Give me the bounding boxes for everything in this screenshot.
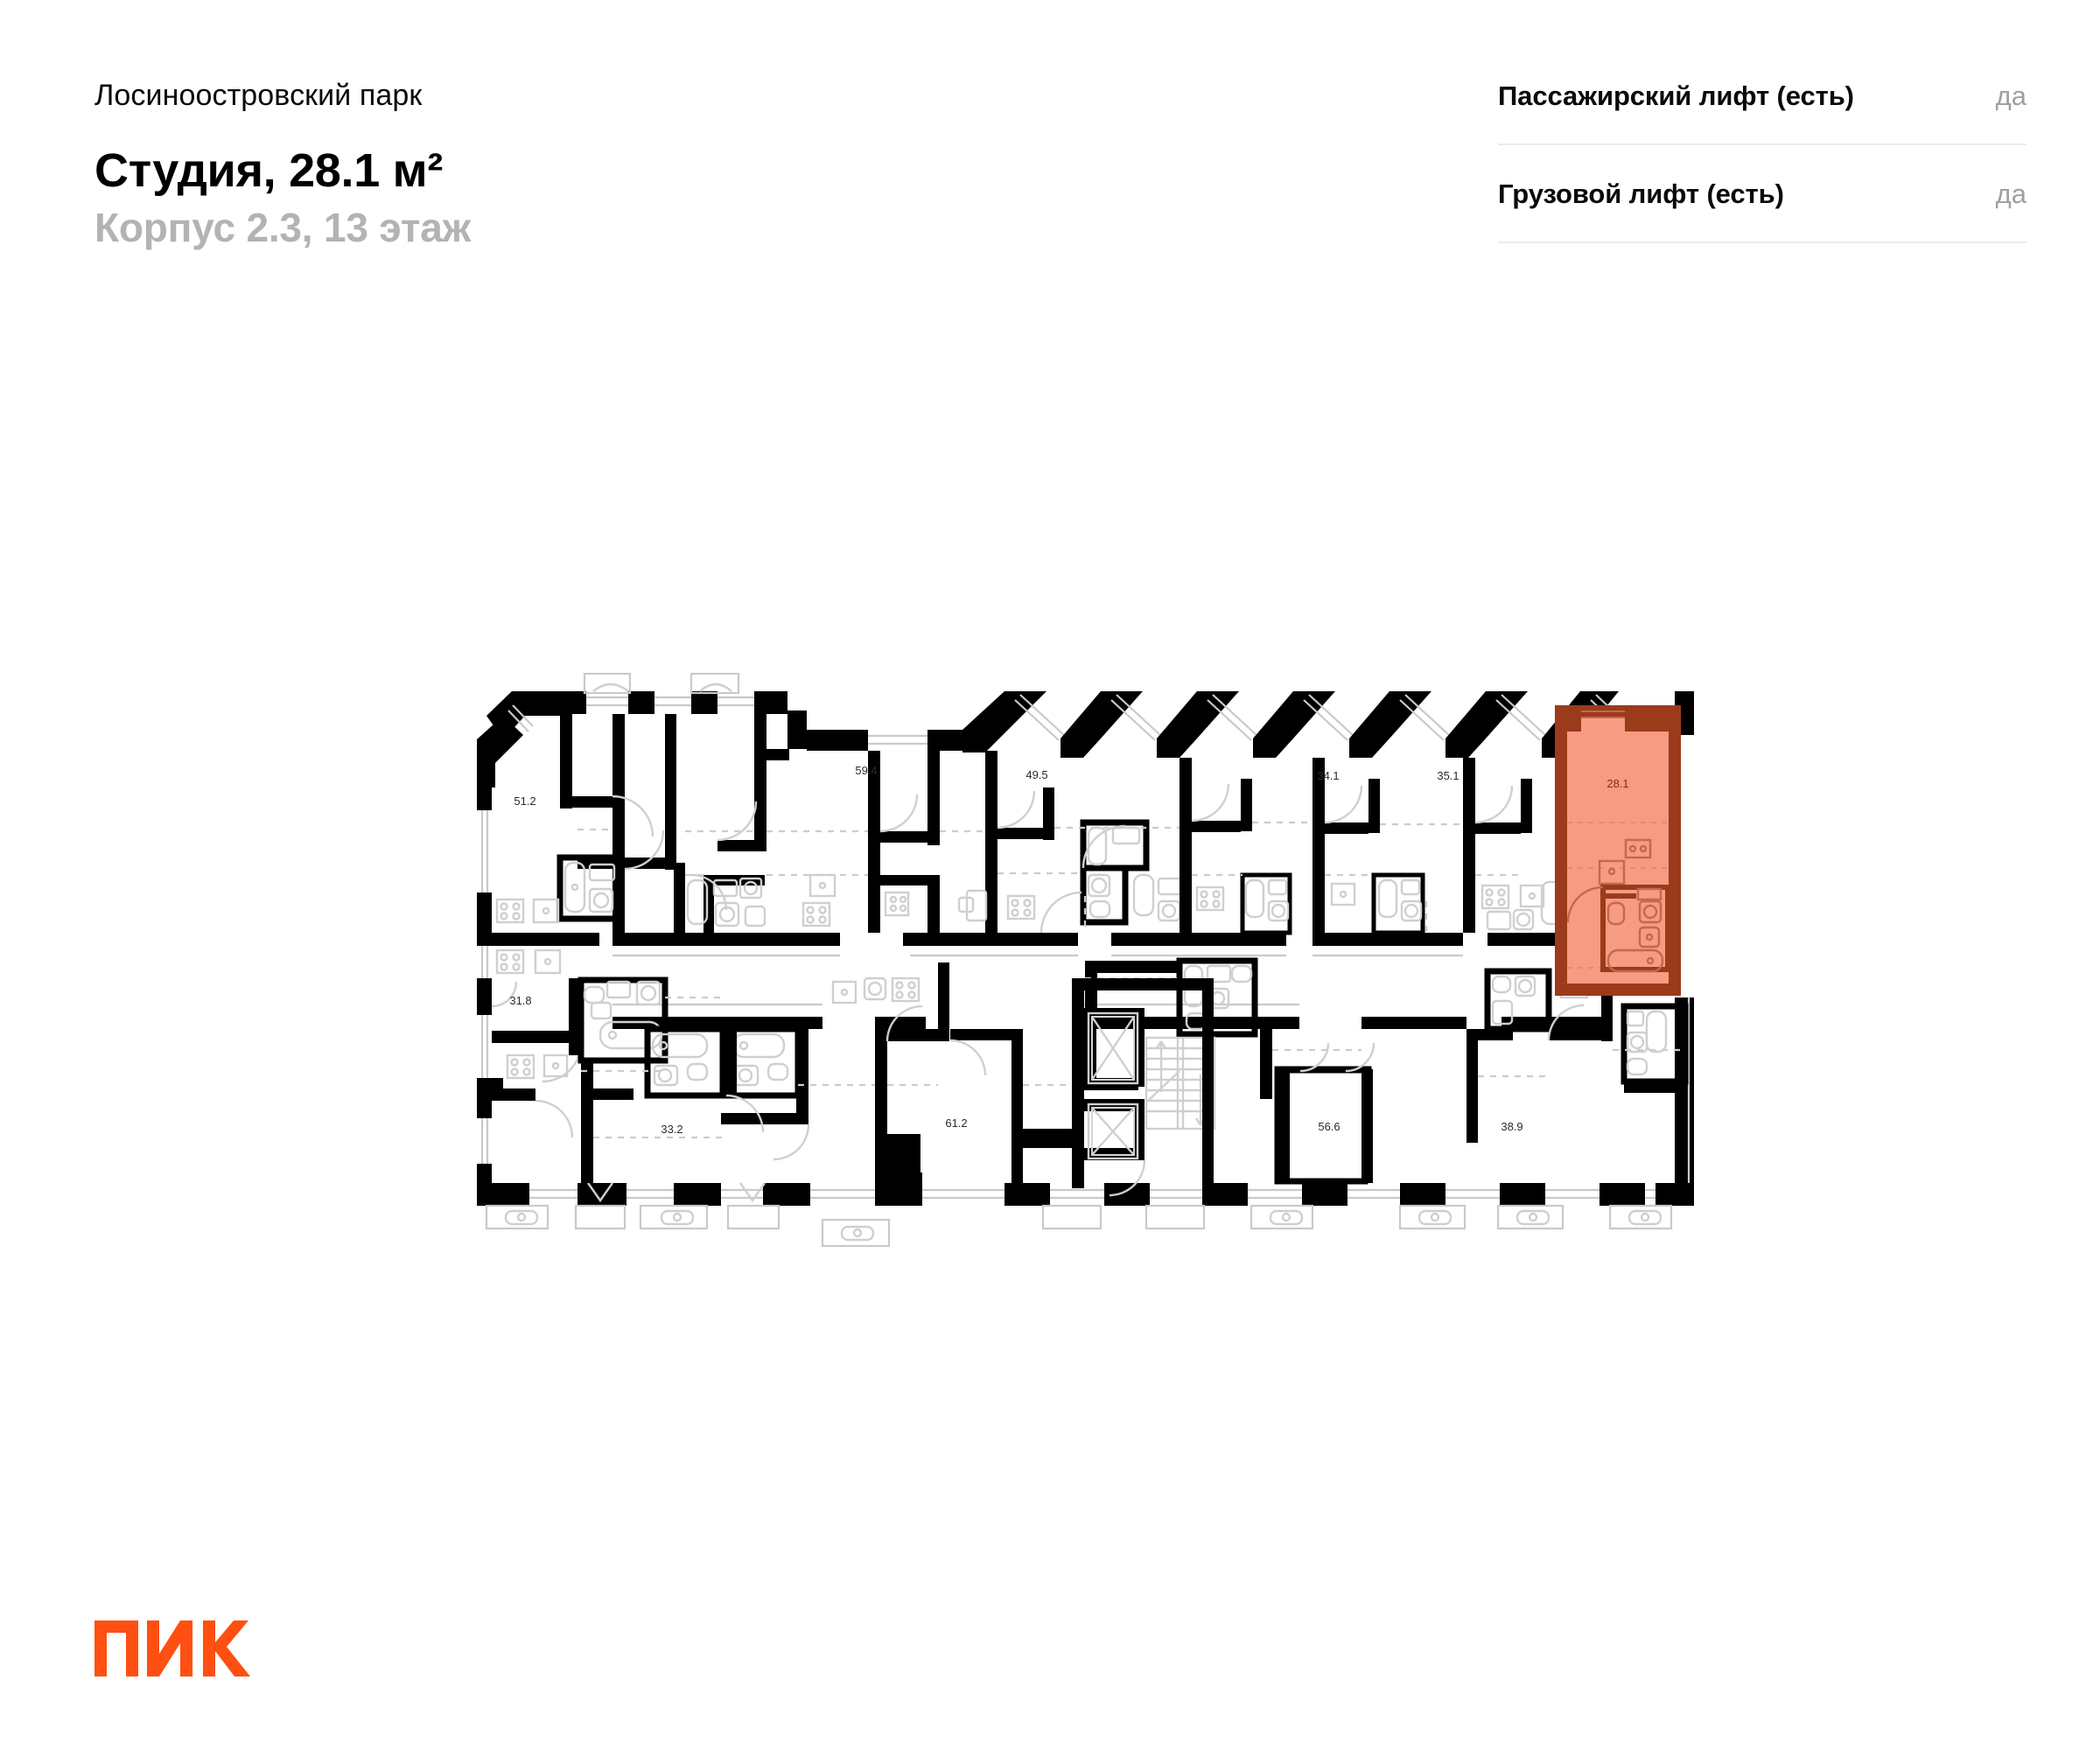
spec-row-passenger-elevator: Пассажирский лифт (есть) да	[1498, 75, 2026, 145]
kitchen-icons	[495, 898, 562, 975]
spec-panel: Пассажирский лифт (есть) да Грузовой лиф…	[1498, 75, 2026, 243]
staircase	[1144, 1036, 1216, 1130]
facade-top-straight	[560, 672, 962, 751]
elevator-shaft-1	[1087, 1012, 1139, 1085]
unit-area-label: 33.2	[661, 1123, 682, 1136]
unit-area-labels: 51.2 59.4 49.5 34.1 35.1 31.8 33.2 61.2 …	[509, 764, 1522, 1136]
highlighted-unit[interactable]: 28.1	[1555, 705, 1681, 996]
unit-area-label: 51.2	[514, 794, 536, 808]
facade-right	[1675, 691, 1694, 1199]
facade-sawtooth	[962, 691, 1634, 758]
unit-area-label: 49.5	[1026, 768, 1047, 781]
header-left-block: Лосиноостровский парк Студия, 28.1 м² Ко…	[94, 77, 1057, 252]
balcony-group	[485, 1182, 1673, 1248]
building-core	[1072, 978, 1216, 1197]
pik-logo	[94, 1620, 250, 1676]
apartments-lower	[477, 957, 1689, 1185]
highlight-area-label: 28.1	[1606, 777, 1628, 790]
spec-label: Пассажирский лифт (есть)	[1498, 80, 1854, 111]
spec-value: да	[1995, 80, 2026, 111]
bathroom	[1566, 885, 1670, 973]
spec-value: да	[1995, 178, 2026, 209]
facade-bottom	[477, 1172, 1694, 1248]
facade-top-left	[477, 691, 560, 1199]
unit-area-label: 59.4	[855, 764, 877, 777]
elevator-shaft-2	[1087, 1102, 1139, 1160]
project-name: Лосиноостровский парк	[94, 79, 423, 112]
spec-row-freight-elevator: Грузовой лифт (есть) да	[1498, 145, 2026, 243]
unit-area-label: 35.1	[1437, 769, 1459, 782]
unit-area-label: 34.1	[1317, 769, 1339, 782]
spec-label: Грузовой лифт (есть)	[1498, 178, 1784, 209]
corridor-spine	[477, 923, 1603, 1029]
page-title: Студия, 28.1 м²	[94, 144, 443, 197]
unit-area-label: 56.6	[1318, 1120, 1340, 1133]
unit-area-label: 61.2	[945, 1116, 967, 1130]
unit-area-label: 31.8	[509, 994, 531, 1007]
unit-area-label: 38.9	[1501, 1120, 1522, 1133]
unit-subtitle: Корпус 2.3, 13 этаж	[94, 205, 472, 250]
apartments-upper	[495, 714, 1563, 975]
